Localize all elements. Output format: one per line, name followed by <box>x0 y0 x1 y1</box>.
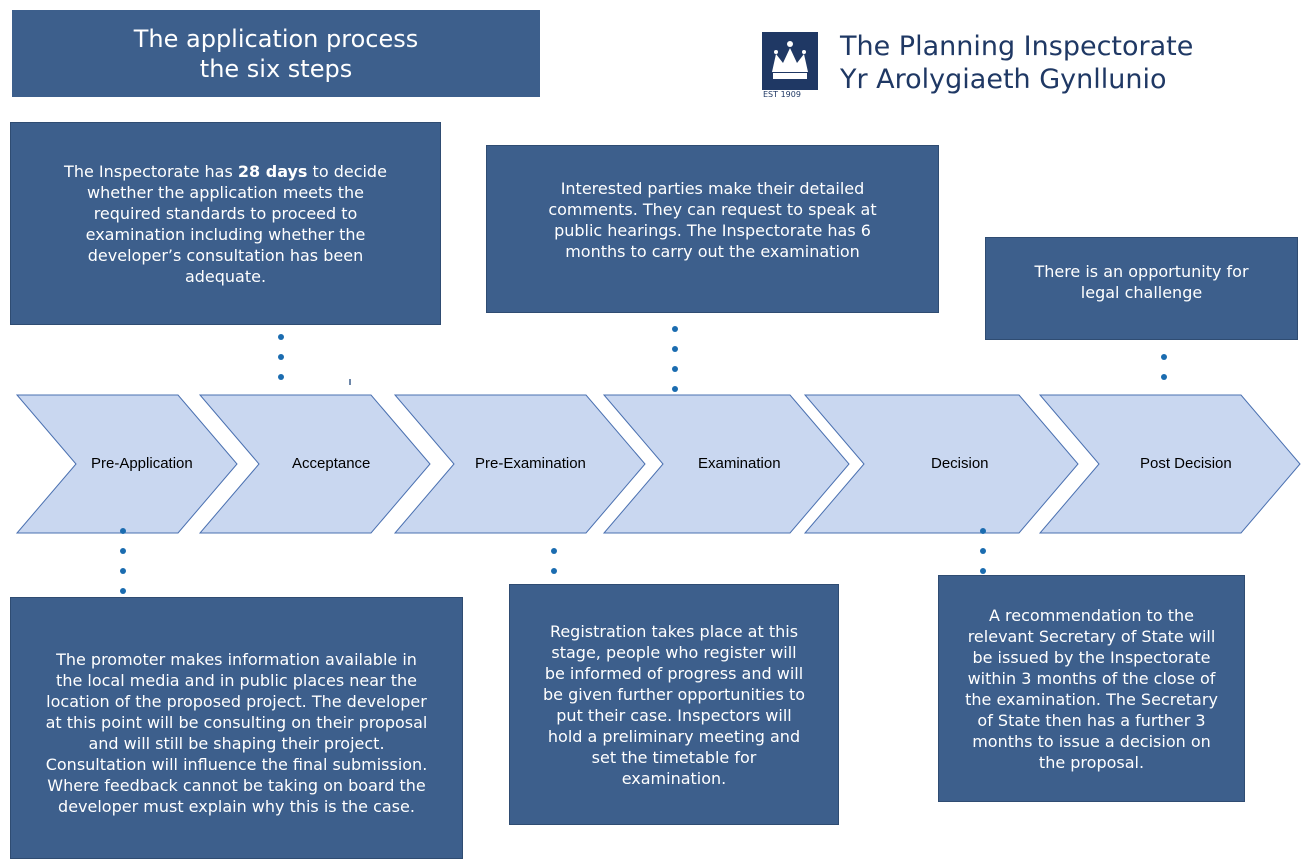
acceptance-note-post: to decide whether the application meets … <box>85 161 387 286</box>
page-title: The application process the six steps <box>12 10 540 97</box>
chevron-decision <box>803 394 1079 534</box>
acceptance-note: The Inspectorate has 28 days to decide w… <box>10 122 441 325</box>
acceptance-note-text: The Inspectorate has 28 days to decide w… <box>57 161 394 287</box>
chevron-acceptance <box>198 394 431 534</box>
pre-examination-note: Registration takes place at this stage, … <box>509 584 839 825</box>
step-label-examination: Examination <box>698 455 781 472</box>
logo-est: EST 1909 <box>763 90 801 99</box>
chevron-pre-application <box>15 394 238 534</box>
examination-note: Interested parties make their detailed c… <box>486 145 939 313</box>
examination-note-text: Interested parties make their detailed c… <box>548 179 877 261</box>
post-decision-note-text: There is an opportunity for legal challe… <box>1034 261 1249 302</box>
acceptance-note-bold: 28 days <box>237 161 308 181</box>
crown-crest-icon <box>762 32 818 90</box>
pre-application-note: The promoter makes information available… <box>10 597 463 859</box>
acceptance-note-pre: The Inspectorate has <box>64 161 238 181</box>
planning-inspectorate-logo: EST 1909 The Planning Inspectorate Yr Ar… <box>762 30 1302 104</box>
chevron-examination <box>602 394 850 534</box>
logo-text: The Planning Inspectorate Yr Arolygiaeth… <box>840 30 1193 96</box>
chevron-post-decision <box>1038 394 1301 534</box>
step-label-pre-application: Pre-Application <box>91 455 193 472</box>
step-label-acceptance: Acceptance <box>292 455 371 472</box>
decision-note-text: A recommendation to the relevant Secreta… <box>965 605 1218 772</box>
post-decision-note: There is an opportunity for legal challe… <box>985 237 1298 340</box>
logo-line-2: Yr Arolygiaeth Gynllunio <box>840 64 1167 95</box>
title-line-2: the six steps <box>199 54 353 83</box>
logo-line-1: The Planning Inspectorate <box>840 31 1194 62</box>
step-label-pre-examination: Pre-Examination <box>475 455 586 472</box>
title-line-1: The application process <box>133 24 419 53</box>
chevron-pre-examination <box>393 394 646 534</box>
step-label-decision: Decision <box>931 455 989 472</box>
pre-examination-note-text: Registration takes place at this stage, … <box>542 621 805 788</box>
step-label-post-decision: Post Decision <box>1140 455 1232 472</box>
pre-application-note-text: The promoter makes information available… <box>45 650 428 816</box>
decision-note: A recommendation to the relevant Secreta… <box>938 575 1245 802</box>
